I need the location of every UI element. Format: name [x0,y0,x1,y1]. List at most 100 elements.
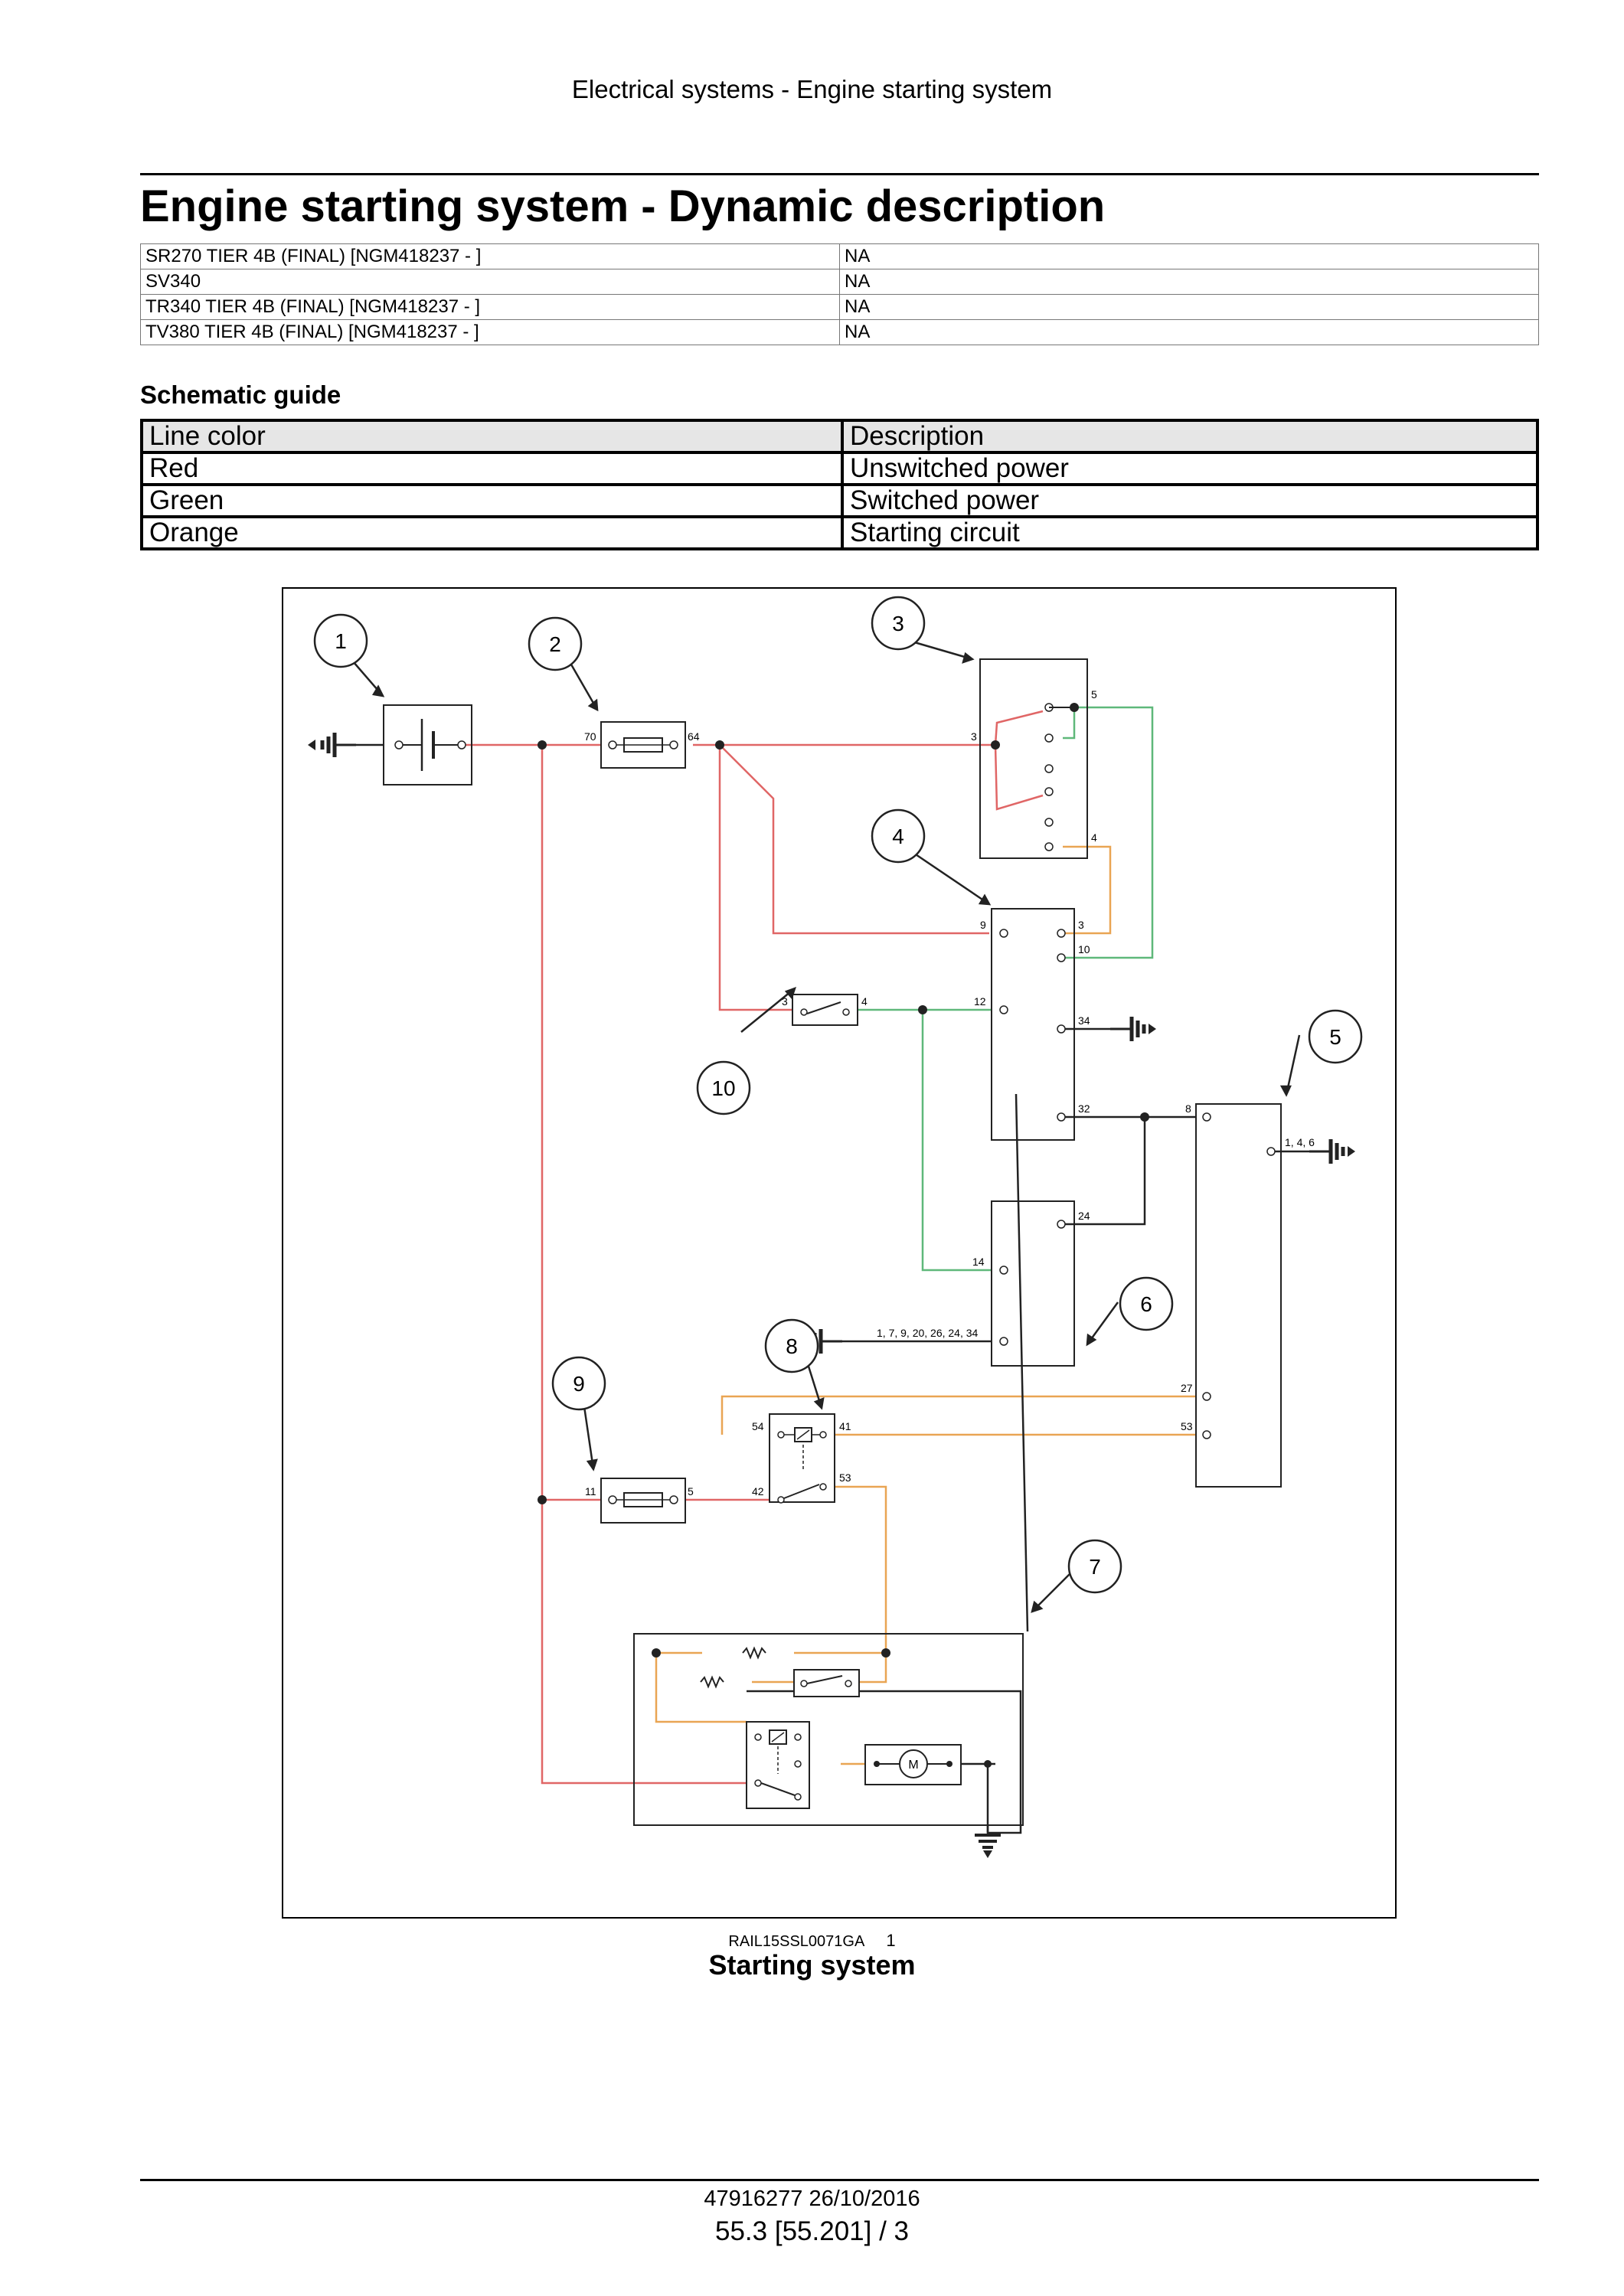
schematic-guide-heading: Schematic guide [140,380,341,409]
wire [1063,706,1154,959]
pin-label: 42 [752,1485,764,1497]
pin-label: 41 [839,1420,851,1432]
callout-number: 3 [892,612,904,635]
pin-label: 14 [972,1256,985,1268]
schematic-svg: 70 64 3 5 4 9 3 10 12 34 32 3 4 [308,596,1363,1858]
line-color: Orange [140,515,844,550]
controller-module-component [991,908,1075,1141]
wire [994,744,1044,811]
pin-label: 54 [752,1420,764,1432]
model-value: NA [839,243,1539,269]
callout-number: 1 [335,629,347,653]
pin-label: 3 [1078,919,1084,931]
callout-5: 5 [1308,1009,1363,1064]
wire [1063,707,1076,740]
ground-icon [1110,1017,1144,1041]
wire [994,710,1044,746]
callout-4: 4 [871,808,926,864]
callout-6: 6 [1119,1276,1174,1331]
model-name: SV340 [140,269,840,295]
callout-number: 5 [1329,1025,1341,1049]
pin-label: 1, 4, 6 [1285,1136,1315,1148]
callout-number: 8 [786,1334,798,1358]
ground-icon [322,733,356,757]
wire [655,1651,747,1723]
figure-caption: Starting system [708,1949,916,1981]
column-header: Line color [140,419,844,454]
pin-label: 53 [839,1471,851,1484]
title-rule [140,173,1539,175]
table-row: TR340 TIER 4B (FINAL) [NGM418237 - ]NA [140,294,1539,320]
junction-dots [538,703,1149,1768]
wire [718,745,792,1011]
model-value: NA [839,319,1539,345]
line-description: Switched power [841,483,1539,518]
pin-label: 64 [688,730,700,743]
ground-arrow-icon [1348,1146,1355,1157]
callout-2: 2 [528,616,583,671]
line-description: Unswitched power [841,451,1539,486]
line-description: Starting circuit [841,515,1539,550]
pin-label: 4 [861,995,868,1008]
starting-system-schematic: 70 64 3 5 4 9 3 10 12 34 32 3 4 [282,587,1397,1919]
pin-label: 70 [584,730,596,743]
callout-leaders [348,640,1301,1632]
pin-label: 27 [1181,1382,1193,1394]
fuse-component [600,721,686,769]
callout-number: 6 [1140,1292,1152,1316]
wire [1063,1117,1146,1226]
pin-label: 3 [782,995,788,1008]
green-wires [858,706,1154,1272]
figure-code: RAIL15SSL0071GA [728,1933,865,1950]
wire [747,1690,1022,1834]
start-relay-component [769,1413,835,1504]
page-title: Engine starting system - Dynamic descrip… [140,181,1106,231]
models-table: SR270 TIER 4B (FINAL) [NGM418237 - ]NA S… [140,243,1539,345]
footer-page-number: 55.3 [55.201] / 3 [715,2216,909,2246]
control-module-component [991,1200,1075,1367]
figure-id: RAIL15SSL0071GA 1 [0,1931,1624,1951]
callout-8: 8 [764,1318,819,1373]
callout-number: 7 [1089,1555,1101,1579]
pin-label: 3 [971,730,977,743]
callout-number: 2 [549,632,561,656]
pin-label: 8 [1185,1102,1191,1115]
callout-number: 9 [573,1372,585,1396]
pin-label: 9 [980,919,986,931]
pin-label: 53 [1181,1420,1193,1432]
footer-rule [140,2179,1539,2181]
line-color: Green [140,483,844,518]
model-name: SR270 TIER 4B (FINAL) [NGM418237 - ] [140,243,840,269]
battery-component [383,704,472,785]
pin-label: 10 [1078,943,1090,955]
callout-7: 7 [1067,1539,1122,1594]
callout-9: 9 [551,1356,606,1411]
wire [721,1395,1196,1435]
table-row: SR270 TIER 4B (FINAL) [NGM418237 - ]NA [140,243,1539,269]
wire [921,1010,992,1272]
wire [827,1485,887,1653]
pin-label: 4 [1091,831,1097,844]
model-name: TR340 TIER 4B (FINAL) [NGM418237 - ] [140,294,840,320]
model-name: TV380 TIER 4B (FINAL) [NGM418237 - ] [140,319,840,345]
callout-10: 10 [696,1060,751,1115]
wire [719,744,989,935]
pin-label: 1, 7, 9, 20, 26, 24, 34 [877,1327,979,1339]
pin-label: 12 [974,995,986,1008]
column-header: Description [841,419,1539,454]
running-header: Electrical systems - Engine starting sys… [571,75,1053,103]
footer-doc-id: 47916277 26/10/2016 [704,2187,920,2211]
starter-motor-assembly [633,1633,1024,1826]
ground-arrow-icon [308,740,315,750]
figure-number: 1 [886,1931,896,1950]
pin-label: 5 [1091,688,1097,701]
pin-label: 5 [688,1485,694,1497]
wire [1063,845,1112,935]
callout-number: 4 [892,825,904,848]
pin-label: 11 [585,1485,596,1497]
